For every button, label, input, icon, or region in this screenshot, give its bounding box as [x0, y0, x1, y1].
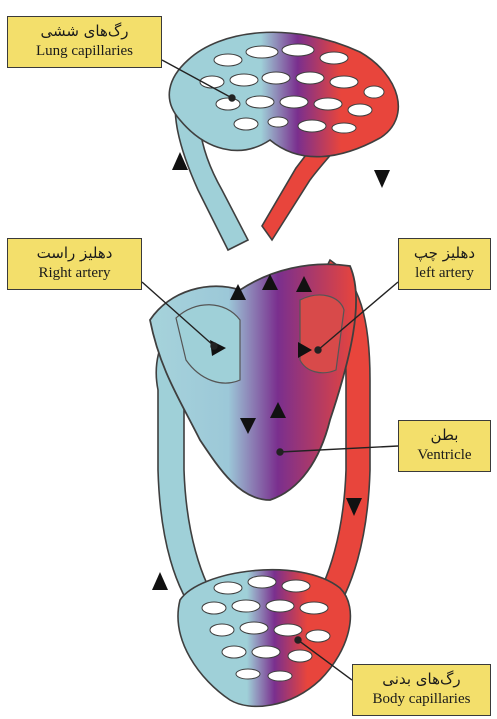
label-right-artery: دهلیز راست Right artery — [7, 238, 142, 290]
label-body-capillaries-en: Body capillaries — [353, 689, 490, 709]
label-body-capillaries-fa: رگ‌های بدنی — [353, 669, 490, 689]
label-right-artery-en: Right artery — [8, 263, 141, 283]
label-lung-capillaries-en: Lung capillaries — [8, 41, 161, 61]
label-left-artery: دهلیز چپ left artery — [398, 238, 491, 290]
label-body-capillaries: رگ‌های بدنی Body capillaries — [352, 664, 491, 716]
arrow-up-left-body — [152, 572, 168, 590]
label-lung-capillaries: رگ‌های ششی Lung capillaries — [7, 16, 162, 68]
label-ventricle-fa: بطن — [399, 425, 490, 445]
label-left-artery-en: left artery — [399, 263, 490, 283]
lung-capillary-bed — [169, 32, 398, 156]
label-lung-capillaries-fa: رگ‌های ششی — [8, 21, 161, 41]
arrow-down-right-lung — [374, 170, 390, 188]
label-ventricle: بطن Ventricle — [398, 420, 491, 472]
label-right-artery-fa: دهلیز راست — [8, 243, 141, 263]
label-left-artery-fa: دهلیز چپ — [399, 243, 490, 263]
label-ventricle-en: Ventricle — [399, 445, 490, 465]
body-capillary-bed — [178, 570, 350, 707]
